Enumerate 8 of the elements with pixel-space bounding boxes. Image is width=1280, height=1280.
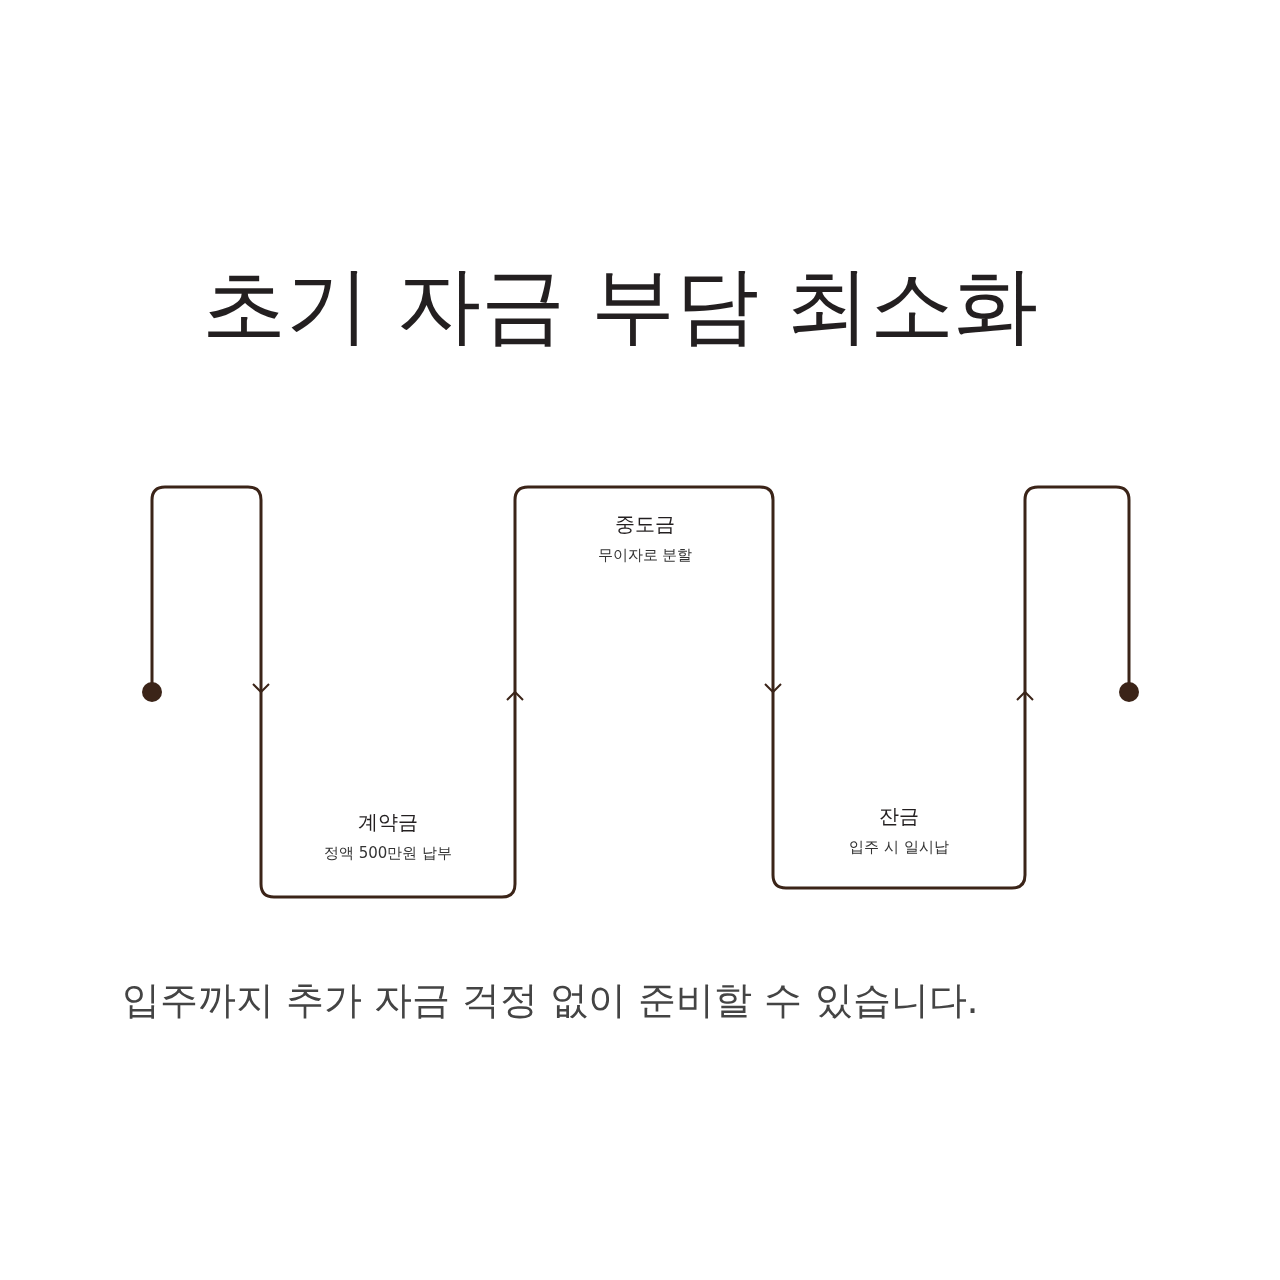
caption: 입주까지 추가 자금 걱정 없이 준비할 수 있습니다.	[122, 978, 979, 1024]
title: 초기 자금 부담 최소화	[200, 255, 1040, 356]
stage-description: 정액 500만원 납부	[323, 844, 453, 862]
stage-description: 입주 시 일시납	[849, 838, 949, 856]
stage-heading: 잔금	[879, 804, 919, 828]
stage-heading: 계약금	[358, 810, 418, 834]
stage-heading: 중도금	[615, 512, 675, 536]
stage-description: 무이자로 분할	[597, 546, 693, 564]
